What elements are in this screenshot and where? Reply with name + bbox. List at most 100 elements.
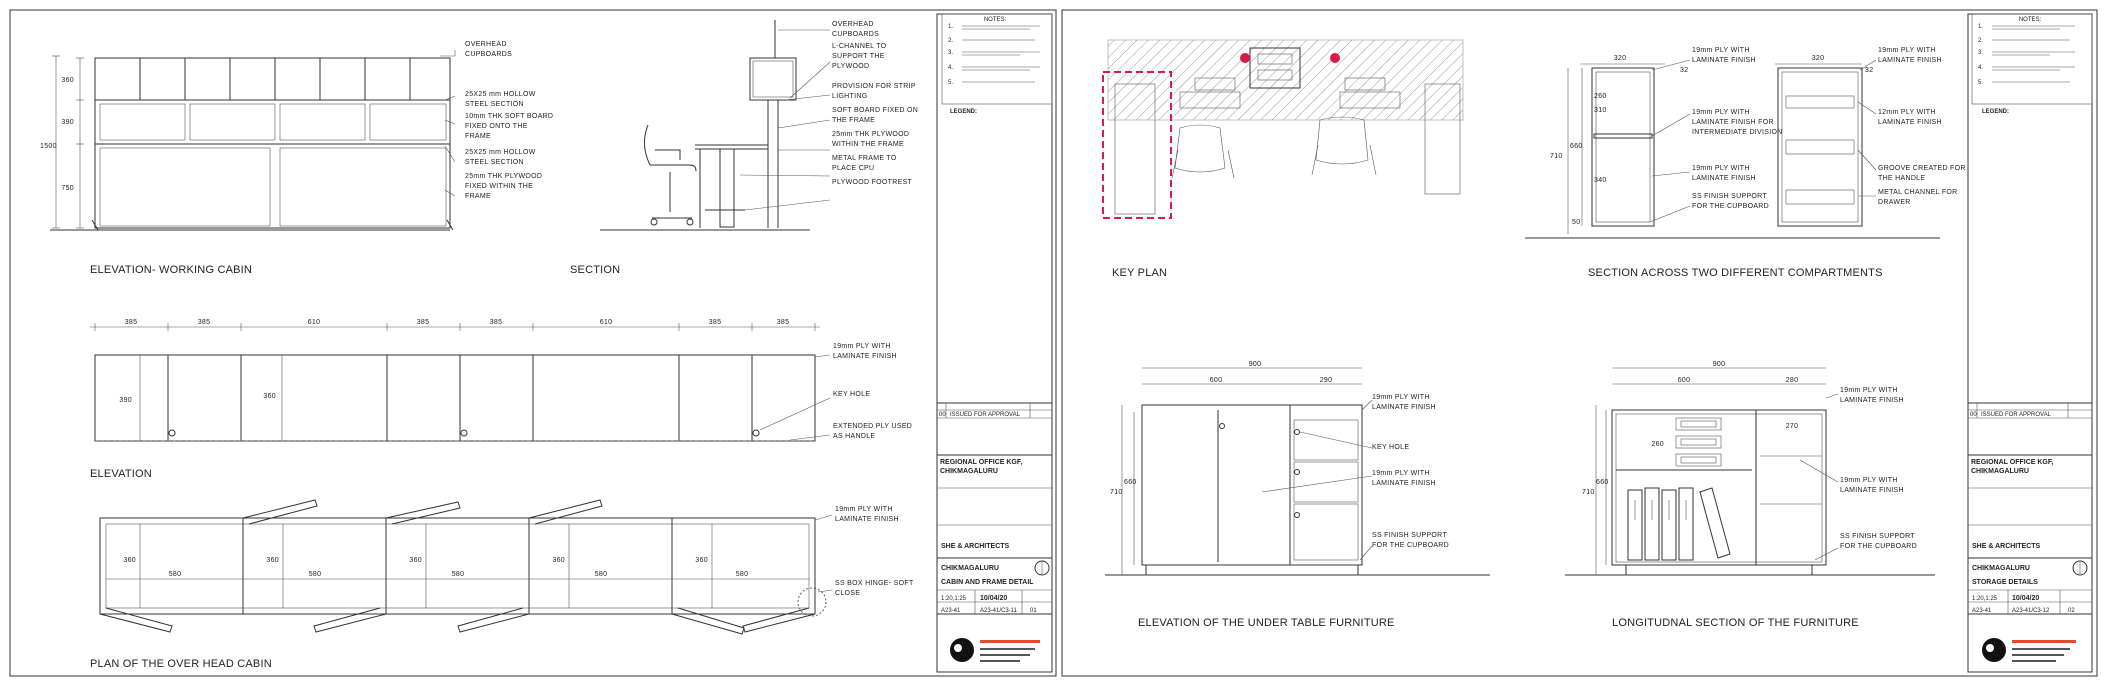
plan-depth-5: 360: [695, 557, 708, 564]
tb2-architect: SHE & ARCHITECTS: [1972, 543, 2041, 550]
tb2-drawing-title: STORAGE DETAILS: [1972, 579, 2038, 586]
ut-dim-710: 710: [1110, 489, 1123, 496]
tb2-page: 02: [2068, 608, 2075, 614]
note-ply-laminate: 19mm PLY WITH LAMINATE FINISH: [833, 343, 897, 360]
tb2-sheet-no: A23-41: [1972, 608, 1992, 614]
width-8: 385: [777, 319, 790, 326]
logo-icon: [950, 638, 1040, 662]
note-soft-board-frame: SOFT BOARD FIXED ON THE FRAME: [832, 107, 919, 124]
note-ut-ss-support: SS FINISH SUPPORT FOR THE CUPBOARD: [1372, 532, 1450, 549]
width-5: 385: [490, 319, 503, 326]
sheet1-border: [9, 9, 1057, 677]
note-soft-board: 10mm THK SOFT BOARD FIXED ONTO THE FRAME: [465, 113, 554, 140]
tb2-drawing-label: CHIKMAGALURU: [1972, 565, 2030, 572]
note-hollow-section-2: 25X25 mm HOLLOW STEEL SECTION: [465, 149, 536, 166]
plan-overhead-cabin: 360 360 360 360 360 580 580 580 580 580 …: [90, 499, 914, 670]
tb1-architect: SHE & ARCHITECTS: [941, 543, 1010, 550]
logo-icon-2: [1982, 638, 2076, 662]
width-1: 385: [125, 319, 138, 326]
caption-elevation-cabin: ELEVATION- WORKING CABIN: [90, 264, 252, 276]
tb2-note-3: 3.: [1978, 50, 1983, 56]
ls-dim-710: 710: [1582, 489, 1595, 496]
dim-360: 360: [61, 77, 74, 84]
sec-notes-left: 19mm PLY WITH LAMINATE FINISH 19mm PLY W…: [1692, 47, 1782, 210]
tb1-rev-row: ISSUED FOR APPROVAL: [950, 412, 1021, 418]
note-sec-ss-support: SS FINISH SUPPORT FOR THE CUPBOARD: [1692, 193, 1770, 210]
tb1-rev-no: 00: [939, 412, 946, 418]
elev-dim-360: 360: [263, 393, 276, 400]
width-7: 385: [709, 319, 722, 326]
ls-dim-660: 660: [1596, 479, 1609, 486]
note-metal-frame-cpu: METAL FRAME TO PLACE CPU: [832, 155, 897, 172]
note-sec-groove: GROOVE CREATED FOR THE HANDLE: [1878, 165, 1966, 182]
tb1-date: 10/04/20: [980, 595, 1007, 602]
sec-dim-310: 310: [1594, 107, 1607, 114]
tb2-dwg-code: A23-41/C3-12: [2012, 608, 2050, 614]
sheet2-border: [1061, 9, 2098, 677]
tb2-note-1: 1.: [1978, 24, 1983, 30]
dim-750: 750: [61, 185, 74, 192]
width-6: 610: [600, 319, 613, 326]
tb1-legend: LEGEND:: [950, 109, 977, 115]
note-box-hinge: SS BOX HINGE- SOFT CLOSE: [835, 580, 914, 597]
elev-dim-390: 390: [119, 397, 132, 404]
sec-dim-320a: 320: [1614, 55, 1627, 62]
tb1-note-4: 4.: [948, 65, 953, 71]
plan-depth-3: 360: [409, 557, 422, 564]
longitudinal-section: 900 600 280 710 660 260 270: [1565, 361, 1935, 629]
note-ut-key-hole: KEY HOLE: [1372, 444, 1410, 451]
plan-width-1: 580: [169, 571, 182, 578]
width-4: 385: [417, 319, 430, 326]
note-key-hole: KEY HOLE: [833, 391, 871, 398]
tb2-scale: 1:20,1:25: [1972, 596, 1998, 602]
note-sec-ply-1: 19mm PLY WITH LAMINATE FINISH: [1692, 47, 1756, 64]
tb2-legend: LEGEND:: [1982, 109, 2009, 115]
tb2-date: 10/04/20: [2012, 595, 2039, 602]
tb1-drawing-title: CABIN AND FRAME DETAIL: [941, 579, 1034, 586]
ut-dim-900: 900: [1249, 361, 1262, 368]
note-sec-metal-channel: METAL CHANNEL FOR DRAWER: [1878, 189, 1958, 206]
note-extended-ply: EXTENDED PLY USED AS HANDLE: [833, 423, 913, 440]
tb2-notes-title: NOTES:: [2019, 17, 2042, 23]
plan-depth-2: 360: [266, 557, 279, 564]
note-plywood-within: 25mm THK PLYWOOD WITHIN THE FRAME: [832, 131, 910, 148]
section-notes: OVERHEAD CUPBOARDS L-CHANNEL TO SUPPORT …: [832, 21, 919, 186]
width-2: 385: [198, 319, 211, 326]
ut-dim-600: 600: [1210, 377, 1223, 384]
ut-notes: 19mm PLY WITH LAMINATE FINISH KEY HOLE 1…: [1372, 394, 1450, 549]
ut-dim-660: 660: [1124, 479, 1137, 486]
tb2-note-2: 2.: [1978, 38, 1983, 44]
tb1-note-2: 2.: [948, 38, 953, 44]
tb1-drawing-label: CHIKMAGALURU: [941, 565, 999, 572]
note-sec-ply-2: 19mm PLY WITH LAMINATE FINISH: [1692, 165, 1756, 182]
titleblock-sheet2: NOTES: 1. 2. 3. 4. 5. LEGEND: 00 ISSUED …: [1967, 13, 2093, 673]
tb1-page: 01: [1030, 608, 1037, 614]
tb2-note-4: 4.: [1978, 65, 1983, 71]
tb2-rev-row: ISSUED FOR APPROVAL: [1981, 412, 2052, 418]
tb1-note-5: 5.: [948, 80, 953, 86]
ls-dim-900: 900: [1713, 361, 1726, 368]
tb1-note-1: 1.: [948, 24, 953, 30]
ut-dim-290: 290: [1320, 377, 1333, 384]
note-plywood-frame: 25mm THK PLYWOOD FIXED WITHIN THE FRAME: [465, 173, 543, 200]
plan-width-4: 580: [595, 571, 608, 578]
ls-dim-260: 260: [1651, 441, 1664, 448]
elevation-drawing: 385 385 610 385 385 610 385 385 390 360 …: [90, 319, 913, 480]
elevation-working-cabin: 360 390 750 1500 OVERHEAD CUPBOARDS 25X2…: [40, 41, 554, 276]
keyplan-highlight: [1102, 71, 1172, 219]
ls-dim-270: 270: [1786, 423, 1799, 430]
section-compartments: 320 32 260 310 340 710 660 50 320 32 19m…: [1525, 47, 1966, 279]
width-3: 610: [308, 319, 321, 326]
note-ut-ply-1: 19mm PLY WITH LAMINATE FINISH: [1372, 394, 1436, 411]
section-drawing: OVERHEAD CUPBOARDS L-CHANNEL TO SUPPORT …: [570, 20, 919, 276]
note-strip-lighting: PROVISION FOR STRIP LIGHTING: [832, 83, 916, 100]
note-section-overhead: OVERHEAD CUPBOARDS: [832, 21, 880, 38]
caption-keyplan: KEY PLAN: [1112, 267, 1167, 279]
plan-notes: 19mm PLY WITH LAMINATE FINISH SS BOX HIN…: [835, 506, 914, 597]
keyplan-marker-1: [1240, 53, 1250, 63]
cabin-notes: OVERHEAD CUPBOARDS 25X25 mm HOLLOW STEEL…: [465, 41, 554, 200]
key-plan: KEY PLAN: [1102, 39, 1464, 279]
under-table-elevation: 900 600 290 710 660 19mm PLY WITH LAMINA…: [1105, 361, 1490, 629]
